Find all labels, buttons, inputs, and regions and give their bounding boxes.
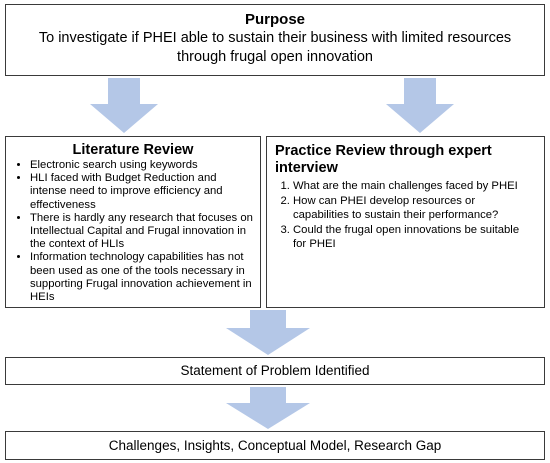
arrow-purpose-to-practice [386,78,454,133]
arrow-purpose-to-literature [90,78,158,133]
practice-review-box: Practice Review through expert interview… [266,136,545,308]
practice-question: What are the main challenges faced by PH… [293,180,534,193]
arrow-reviews-to-statement [226,310,310,355]
practice-review-title: Practice Review through expert interview [275,143,492,176]
literature-review-title: Literature Review [72,142,194,158]
arrow-statement-to-outcomes [226,387,310,429]
literature-bullet: There is hardly any research that focuse… [30,212,254,252]
literature-review-list: Electronic search using keywords HLI fac… [6,159,260,304]
outcomes-box: Challenges, Insights, Conceptual Model, … [5,431,545,460]
statement-box: Statement of Problem Identified [5,357,545,385]
purpose-text: To investigate if PHEI able to sustain t… [38,30,512,65]
literature-review-box: Literature Review Electronic search usin… [5,136,261,308]
practice-question: How can PHEI develop resources or capabi… [293,195,534,222]
literature-bullet: HLI faced with Budget Reduction and inte… [30,172,254,212]
literature-bullet: Information technology capabilities has … [30,251,254,304]
purpose-title: Purpose [244,11,305,28]
practice-question: Could the frugal open innovations be sui… [293,224,534,251]
practice-review-list: What are the main challenges faced by PH… [267,180,544,251]
purpose-box: Purpose To investigate if PHEI able to s… [5,4,545,76]
literature-bullet: Electronic search using keywords [30,159,254,172]
